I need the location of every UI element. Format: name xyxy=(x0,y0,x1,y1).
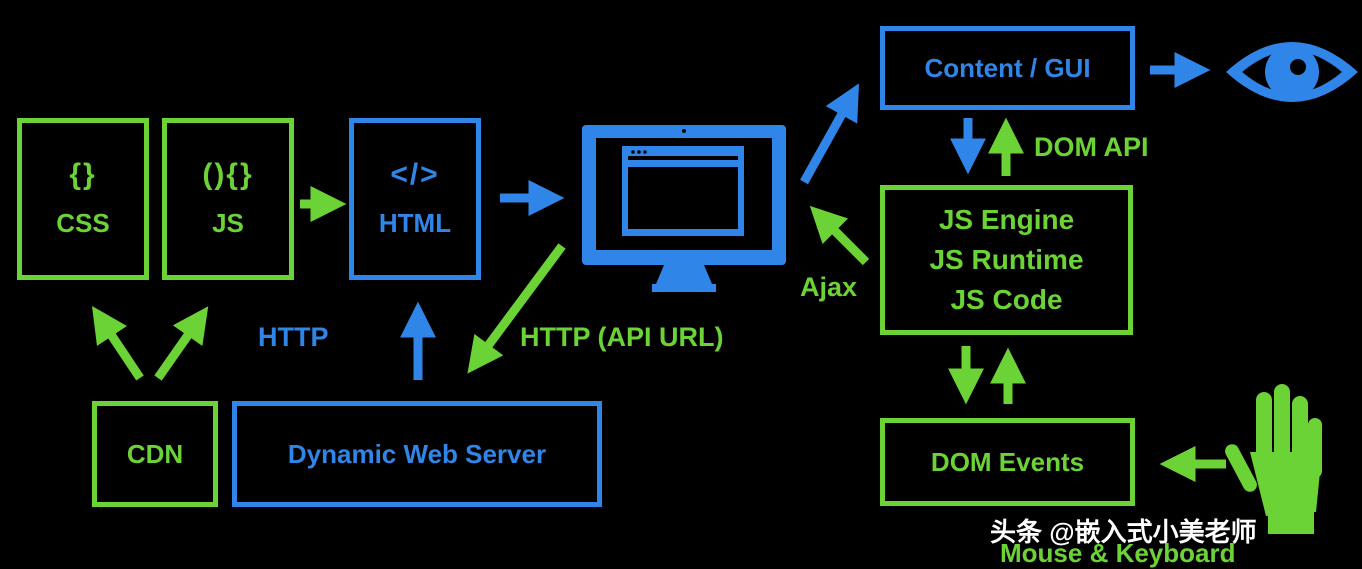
js-engine-lines: JS Engine JS Runtime JS Code xyxy=(929,200,1083,320)
cdn-node: CDN xyxy=(92,401,218,507)
hand-icon xyxy=(1225,384,1322,534)
dom-api-label: DOM API xyxy=(1034,132,1149,162)
js-engine-node: JS Engine JS Runtime JS Code xyxy=(880,185,1133,335)
dom-events-label: DOM Events xyxy=(930,446,1085,477)
html-tag-icon: </> xyxy=(390,157,440,191)
arrow-engine-to-monitor xyxy=(809,205,870,266)
js-parens-braces-icon: (){} xyxy=(202,157,254,191)
html-node: </> HTML xyxy=(349,118,481,280)
dom-events-node: DOM Events xyxy=(880,418,1135,506)
arrow-monitor-to-server xyxy=(467,243,566,374)
html-label: HTML xyxy=(378,207,452,238)
js-code-label: JS Code xyxy=(950,284,1063,315)
cdn-label: CDN xyxy=(126,438,184,469)
js-engine-label: JS Engine xyxy=(938,204,1075,235)
css-node: {} CSS xyxy=(17,118,149,280)
http-label: HTTP xyxy=(258,322,329,352)
web-server-node: Dynamic Web Server xyxy=(232,401,602,507)
web-server-label: Dynamic Web Server xyxy=(287,438,547,469)
monitor-icon xyxy=(582,125,786,292)
arrow-monitor-to-content xyxy=(800,83,860,185)
ajax-label: Ajax xyxy=(800,272,858,302)
arrow-cdn-to-js xyxy=(154,306,209,381)
js-runtime-label: JS Runtime xyxy=(929,244,1084,275)
arrow-cdn-to-css xyxy=(92,306,144,381)
js-node: (){} JS xyxy=(162,118,294,280)
mouse-keyboard-label: Mouse & Keyboard xyxy=(1000,538,1236,568)
eye-icon xyxy=(1226,42,1358,102)
js-label: JS xyxy=(212,207,244,238)
http-api-url-label: HTTP (API URL) xyxy=(520,322,724,352)
content-gui-node: Content / GUI xyxy=(880,26,1135,110)
css-label: CSS xyxy=(56,207,110,238)
css-braces-icon: {} xyxy=(69,157,97,191)
watermark: 头条 @嵌入式小美老师 xyxy=(990,517,1257,547)
content-gui-label: Content / GUI xyxy=(924,52,1091,83)
